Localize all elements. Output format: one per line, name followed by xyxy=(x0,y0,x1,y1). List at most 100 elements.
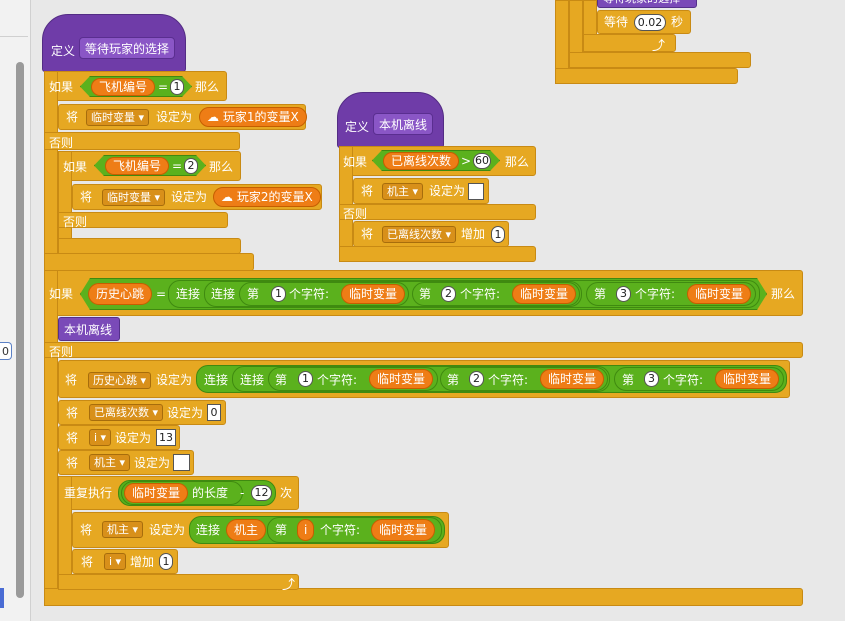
var-dropdown[interactable]: 临时变量 ▾ xyxy=(102,189,166,206)
gt-condition[interactable]: 已离线次数 > 60 xyxy=(372,150,500,171)
var-name: 临时变量 xyxy=(91,111,135,124)
letter-post: 个字符: xyxy=(635,287,676,301)
set-to-label: 设定为 xyxy=(115,431,152,445)
change-value-input[interactable]: 1 xyxy=(159,553,173,570)
tmp-var-reporter[interactable]: 临时变量 xyxy=(687,284,752,304)
set-owner-block[interactable]: 将 机主 ▾ 设定为 xyxy=(58,450,194,475)
value-input[interactable] xyxy=(468,183,484,200)
sub-value-input[interactable]: 12 xyxy=(251,485,272,501)
tmp-var-reporter[interactable]: 临时变量 xyxy=(715,369,780,389)
palette-value-stub[interactable]: 0 xyxy=(0,342,12,360)
eq-value-input[interactable]: 2 xyxy=(184,158,198,174)
change-value-input[interactable]: 1 xyxy=(491,226,505,243)
var-name: i xyxy=(109,555,113,568)
if2-bottom xyxy=(58,238,241,254)
sensing-reporter[interactable]: ☁ 玩家2的变量X xyxy=(213,187,321,207)
var-dropdown[interactable]: i ▾ xyxy=(89,429,112,446)
var-dropdown[interactable]: 已离线次数 ▾ xyxy=(89,404,164,421)
then-label: 那么 xyxy=(771,287,796,301)
join-label: 连接 xyxy=(211,287,236,301)
change-block[interactable]: 将 已离线次数 ▾ 增加 1 xyxy=(353,221,509,247)
var-dropdown[interactable]: 机主 ▾ xyxy=(102,521,144,538)
call-offline-block[interactable]: 本机离线 xyxy=(58,317,120,341)
var-dropdown[interactable]: 已离线次数 ▾ xyxy=(382,226,457,243)
set-label: 将 xyxy=(361,227,374,241)
var-dropdown[interactable]: i ▾ xyxy=(104,553,127,570)
owner-var-reporter[interactable]: 机主 xyxy=(226,519,267,541)
cloud-var-name: 玩家2的变量X xyxy=(236,190,313,204)
change-i-block[interactable]: 将 i ▾ 增加 1 xyxy=(72,549,178,574)
index-input[interactable]: 1 xyxy=(298,371,313,387)
if2-label: 如果 xyxy=(63,160,88,174)
wait-block[interactable]: 等待 0.02 秒 xyxy=(597,10,691,34)
if1-arm xyxy=(44,71,58,271)
tmp-var-reporter[interactable]: 临时变量 xyxy=(371,519,436,541)
main-if-arm xyxy=(44,270,58,606)
letter-pre: 第 xyxy=(447,373,460,387)
set-block[interactable]: 将 临时变量 ▾ 设定为 ☁ 玩家1的变量X xyxy=(58,104,307,130)
value-input[interactable] xyxy=(173,454,190,471)
tmp-var-reporter[interactable]: 临时变量 xyxy=(512,284,577,304)
letter-pre: 第 xyxy=(622,373,635,387)
call-waitfor-block[interactable]: 等待玩家的选择 xyxy=(597,0,697,8)
var-reporter[interactable]: 已离线次数 xyxy=(383,152,459,170)
var-reporter[interactable]: 飞机编号 xyxy=(105,157,169,175)
cloud-var-name: 玩家1的变量X xyxy=(222,110,299,124)
var-dropdown[interactable]: 临时变量 ▾ xyxy=(86,109,150,126)
index-input[interactable]: 3 xyxy=(616,286,631,302)
repeat-arrow-icon: ⤴ xyxy=(652,39,666,54)
var-dropdown[interactable]: 历史心跳 ▾ xyxy=(88,372,152,389)
var-reporter[interactable]: 历史心跳 xyxy=(88,283,153,305)
set-block[interactable]: 将 临时变量 ▾ 设定为 ☁ 玩家2的变量X xyxy=(72,184,322,210)
letter-pre: 第 xyxy=(419,287,432,301)
main-if-else-bar xyxy=(44,342,803,358)
if-label: 如果 xyxy=(343,155,368,169)
eq-value-input[interactable]: 1 xyxy=(170,79,184,95)
value-input[interactable]: 0 xyxy=(207,404,221,421)
wait-seconds-input[interactable]: 0.02 xyxy=(634,14,666,31)
var-name: 机主 xyxy=(387,185,409,198)
sensing-reporter[interactable]: ☁ 玩家1的变量X xyxy=(199,107,307,127)
var-name: 临时变量 xyxy=(107,191,151,204)
index-input[interactable]: 3 xyxy=(644,371,659,387)
index-input[interactable]: 1 xyxy=(271,286,286,302)
gt-value-input[interactable]: 60 xyxy=(475,154,489,167)
define-hat-block[interactable]: 定义 本机离线 xyxy=(337,92,444,148)
palette-divider xyxy=(0,36,28,37)
letter-pre: 第 xyxy=(247,287,260,301)
i-var-reporter[interactable]: i xyxy=(297,519,315,541)
if-label: 如果 xyxy=(49,287,74,301)
if1-bottom xyxy=(44,253,254,271)
if1-condition[interactable]: 飞机编号 = 1 xyxy=(80,76,192,97)
set-owner-block[interactable]: 将 机主 ▾ 设定为 xyxy=(353,178,489,204)
tmp-var-reporter[interactable]: 临时变量 xyxy=(369,369,434,389)
define-hat-block[interactable]: 定义 等待玩家的选择 xyxy=(42,14,186,72)
set-i-block[interactable]: 将 i ▾ 设定为 13 xyxy=(58,425,180,450)
vertical-scrollbar[interactable] xyxy=(16,62,24,598)
set-label: 将 xyxy=(65,373,78,387)
eq-sign: = xyxy=(172,159,183,173)
set-to-label: 设定为 xyxy=(134,456,171,470)
value-input[interactable]: 13 xyxy=(156,429,176,446)
tmp-var-reporter[interactable]: 临时变量 xyxy=(124,483,189,503)
tmp-var-reporter[interactable]: 临时变量 xyxy=(341,284,406,304)
index-input[interactable]: 2 xyxy=(469,371,484,387)
letter-pre: 第 xyxy=(275,373,288,387)
set-offline-count-block[interactable]: 将 已离线次数 ▾ 设定为 0 xyxy=(58,400,226,425)
set-to-label: 设定为 xyxy=(171,190,208,204)
letter-post: 个字符: xyxy=(663,373,704,387)
var-dropdown[interactable]: 机主 ▾ xyxy=(382,183,424,200)
tmp-var-reporter[interactable]: 临时变量 xyxy=(540,369,605,389)
if2-condition[interactable]: 飞机编号 = 2 xyxy=(94,155,206,176)
var-dropdown[interactable]: 机主 ▾ xyxy=(89,454,131,471)
join-label: 连接 xyxy=(176,287,201,301)
if1-label: 如果 xyxy=(49,80,74,94)
if-else-bar xyxy=(339,204,536,220)
set-label: 将 xyxy=(66,406,79,420)
mid-if-bottom xyxy=(569,52,751,68)
var-reporter[interactable]: 飞机编号 xyxy=(91,78,155,96)
set-to-label: 设定为 xyxy=(149,523,186,537)
if-bottom xyxy=(339,246,536,262)
index-input[interactable]: 2 xyxy=(441,286,456,302)
then-label: 那么 xyxy=(505,155,530,169)
